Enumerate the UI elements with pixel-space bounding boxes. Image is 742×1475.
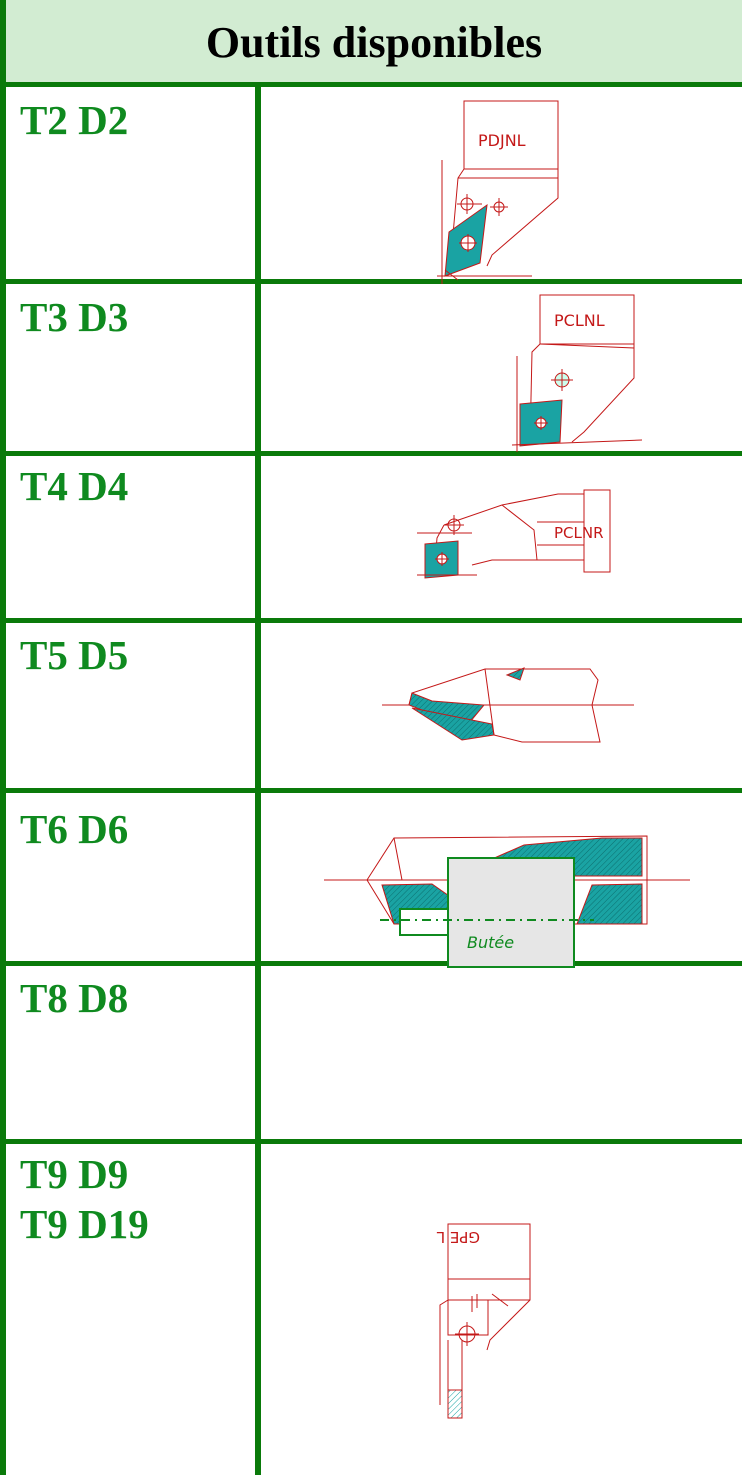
tool-drawings: PDJNL PCLNL [324, 100, 690, 1419]
tool-label-t2: T2 D2 [20, 97, 129, 143]
tool-code-pclnl: PCLNL [554, 311, 605, 330]
pclnl-tool-drawing: PCLNL [511, 294, 643, 452]
tool-label-t8: T8 D8 [20, 975, 129, 1021]
row-divider [0, 1139, 742, 1144]
tool-label-t4: T4 D4 [20, 463, 129, 509]
center-drill-drawing [382, 667, 634, 743]
row-divider [0, 788, 742, 793]
column-divider [255, 85, 261, 1475]
row-divider [0, 961, 742, 966]
tool-code-pdjnl: PDJNL [478, 131, 526, 150]
pdjnl-tool-drawing: PDJNL [437, 100, 559, 284]
stop-tool-drawing: Butée [380, 857, 594, 968]
tool-label-t9-d9: T9 D9 [20, 1151, 129, 1197]
tool-label-t9-d19: T9 D19 [20, 1201, 149, 1247]
row-divider [0, 618, 742, 623]
tool-label-t5: T5 D5 [20, 632, 129, 678]
header-divider [0, 82, 742, 87]
gpel-tool-drawing: GPE L [436, 1223, 531, 1419]
row-divider [0, 451, 742, 456]
tool-code-gpel: GPE L [436, 1228, 480, 1246]
left-border [0, 0, 6, 1475]
tool-label-t3: T3 D3 [20, 294, 129, 340]
table-header [6, 0, 742, 85]
tool-label-t6: T6 D6 [20, 806, 129, 852]
table-title: Outils disponibles [205, 18, 543, 67]
tool-code-pclnr: PCLNR [554, 524, 604, 542]
pclnr-tool-drawing: PCLNR [417, 489, 611, 579]
row-divider [0, 279, 742, 284]
stop-label: Butée [467, 933, 514, 952]
